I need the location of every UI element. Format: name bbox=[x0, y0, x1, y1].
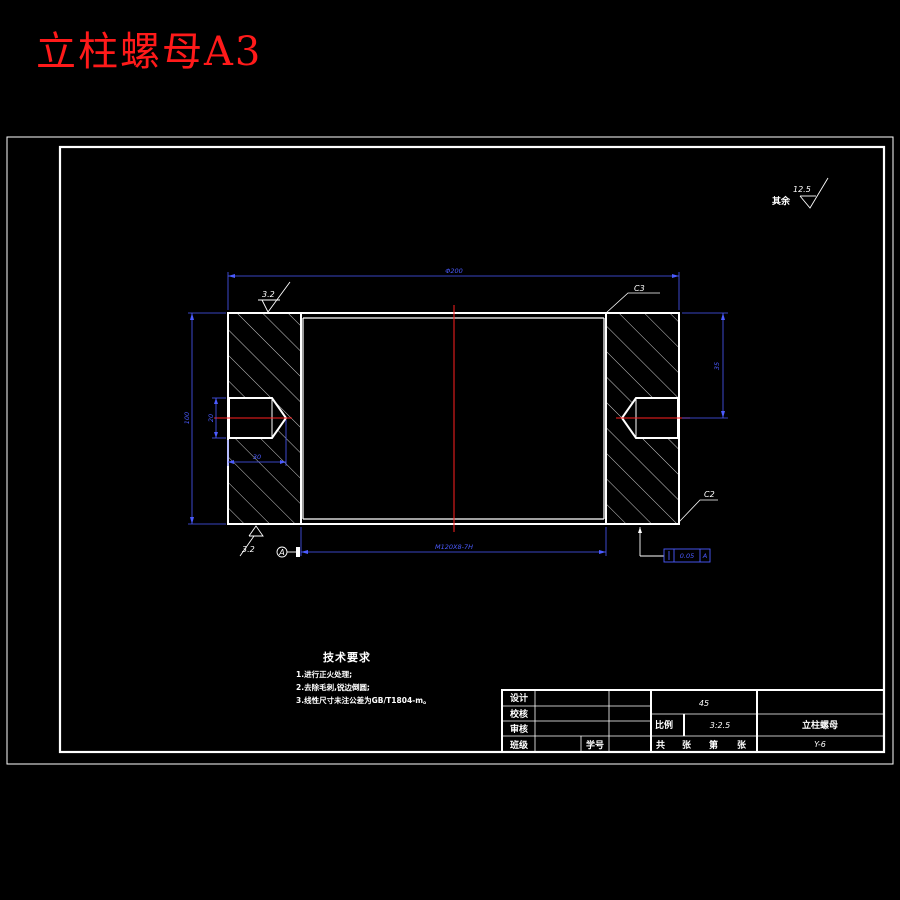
hole-diameter-dimension: 20 bbox=[207, 414, 215, 422]
title-block-designer-label: 设计 bbox=[510, 692, 528, 704]
roughness-other-symbol bbox=[799, 177, 829, 209]
title-block-class-label: 班级 bbox=[510, 739, 529, 751]
roughness-value-bottom-left: 3.2 bbox=[242, 545, 255, 554]
tech-requirement-2: 2.去除毛刺,锐边倒圆; bbox=[296, 682, 370, 692]
tolerance-frame bbox=[663, 548, 711, 563]
title-block-scale-label: 比例 bbox=[655, 719, 673, 731]
cross-section bbox=[214, 305, 690, 532]
tolerance-datum: A bbox=[702, 552, 707, 560]
roughness-value-top-left: 3.2 bbox=[262, 290, 275, 299]
chamfer-leaders bbox=[605, 292, 718, 523]
title-block-drawing-number: Y-6 bbox=[814, 740, 826, 749]
datum-triangle-mark bbox=[296, 547, 300, 557]
tech-requirement-1: 1.进行正火处理; bbox=[296, 669, 352, 679]
roughness-other-label: 其余 bbox=[772, 195, 791, 207]
roughness-symbol-top-left bbox=[258, 281, 291, 313]
title-block-part-name: 立柱螺母 bbox=[802, 719, 838, 731]
title-block-checker-label: 校核 bbox=[510, 708, 528, 720]
tolerance-value: 0.05 bbox=[680, 552, 694, 560]
chamfer-c2-label: C2 bbox=[704, 490, 715, 499]
title-block bbox=[501, 689, 885, 753]
title-block-sheet-zhang1: 张 bbox=[682, 739, 692, 751]
title-block-scale-value: 3:2.5 bbox=[710, 721, 731, 730]
title-block-student-id-label: 学号 bbox=[586, 739, 604, 751]
height-dimension: 100 bbox=[183, 412, 191, 424]
outer-sheet-border bbox=[6, 136, 894, 765]
page-title: 立柱螺母A3 bbox=[36, 29, 263, 75]
title-block-sheet-zhang2: 张 bbox=[737, 739, 747, 751]
title-block-material: 45 bbox=[699, 699, 709, 708]
hole-depth-dimension: 35 bbox=[713, 362, 721, 370]
outer-diameter-dimension: Φ200 bbox=[445, 267, 463, 275]
datum-a-label: A bbox=[278, 548, 284, 557]
title-block-sheet-total-label: 共 bbox=[656, 739, 665, 751]
roughness-other-value: 12.5 bbox=[793, 185, 811, 194]
drawing-frame bbox=[58, 145, 886, 754]
tech-requirements-heading: 技术要求 bbox=[323, 650, 371, 664]
hole-depth-left-dimension: 30 bbox=[253, 453, 261, 461]
chamfer-c3-label: C3 bbox=[634, 284, 645, 293]
thread-dimension: M120X8-7H bbox=[435, 543, 473, 551]
dimension-arrows bbox=[190, 274, 725, 554]
title-block-reviewer-label: 审核 bbox=[510, 723, 528, 735]
dimension-lines bbox=[188, 272, 728, 556]
title-block-sheet-di: 第 bbox=[709, 739, 718, 751]
roughness-symbol-bottom-left bbox=[239, 525, 264, 557]
tech-requirement-3: 3.线性尺寸未注公差为GB/T1804-m。 bbox=[296, 695, 431, 705]
